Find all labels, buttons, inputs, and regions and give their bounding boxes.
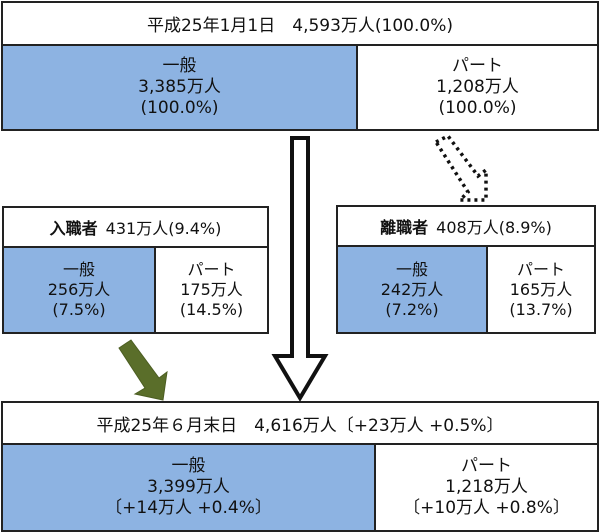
- separations-part-label: パート: [516, 259, 565, 279]
- hires-general-pct: (7.5%): [52, 300, 106, 319]
- start-part-label: パート: [452, 55, 503, 76]
- hires-part-pct: (14.5%): [179, 300, 244, 319]
- separations-title: 離職者: [380, 218, 429, 237]
- separations-part-count: 165万人: [509, 279, 573, 299]
- hollow-down-arrow-icon: [271, 136, 329, 402]
- end-part-cell: パート 1,218万人 〔+10万人 +0.8%〕: [376, 445, 597, 530]
- hires-title: 入職者: [49, 219, 98, 238]
- hires-general-count: 256万人: [47, 280, 111, 299]
- end-box: 平成25年６月末日 4,616万人〔+23万人 +0.5%〕 一般 3,399万…: [1, 401, 599, 532]
- start-general-count: 3,385万人: [138, 76, 221, 97]
- start-general-pct: (100.0%): [140, 98, 219, 119]
- green-diagonal-arrow-icon: [118, 339, 168, 401]
- start-part-count: 1,208万人: [436, 76, 519, 97]
- hires-part-count: 175万人: [180, 280, 243, 299]
- start-general-cell: 一般 3,385万人 (100.0%): [3, 46, 358, 129]
- hires-general-label: 一般: [62, 260, 95, 279]
- end-part-change: 〔+10万人 +0.8%〕: [403, 498, 570, 519]
- start-header-text: 平成25年1月1日 4,593万人(100.0%): [146, 16, 454, 36]
- separations-summary: 408万人(8.9%): [436, 218, 552, 237]
- end-general-cell: 一般 3,399万人 〔+14万人 +0.4%〕: [3, 445, 376, 530]
- end-header: 平成25年６月末日 4,616万人〔+23万人 +0.5%〕: [3, 403, 597, 445]
- hires-part-label: パート: [187, 260, 236, 279]
- end-general-count: 3,399万人: [147, 476, 230, 497]
- start-part-cell: パート 1,208万人 (100.0%): [358, 46, 597, 129]
- separations-general-pct: (7.2%): [385, 299, 439, 319]
- separations-general-cell: 一般 242万人 (7.2%): [338, 247, 488, 332]
- end-header-text: 平成25年６月末日 4,616万人〔+23万人 +0.5%〕: [96, 415, 504, 436]
- start-box: 平成25年1月1日 4,593万人(100.0%) 一般 3,385万人 (10…: [1, 1, 599, 131]
- separations-general-count: 242万人: [380, 279, 444, 299]
- hires-general-cell: 一般 256万人 (7.5%): [4, 248, 156, 332]
- start-general-label: 一般: [162, 55, 197, 76]
- separations-header: 離職者 408万人(8.9%): [338, 207, 594, 247]
- end-part-count: 1,218万人: [445, 476, 528, 497]
- hires-part-cell: パート 175万人 (14.5%): [156, 248, 267, 332]
- separations-part-cell: パート 165万人 (13.7%): [488, 247, 594, 332]
- start-header: 平成25年1月1日 4,593万人(100.0%): [3, 3, 597, 46]
- separations-box: 離職者 408万人(8.9%) 一般 242万人 (7.2%) パート 165万…: [336, 205, 596, 334]
- separations-general-label: 一般: [395, 259, 428, 279]
- dotted-diagonal-arrow-icon: [433, 133, 488, 202]
- hires-box: 入職者 431万人(9.4%) 一般 256万人 (7.5%) パート 175万…: [2, 206, 269, 334]
- end-part-label: パート: [461, 455, 512, 476]
- hires-header: 入職者 431万人(9.4%): [4, 208, 267, 248]
- start-part-pct: (100.0%): [438, 98, 517, 119]
- end-general-change: 〔+14万人 +0.4%〕: [105, 498, 272, 519]
- end-general-label: 一般: [171, 455, 206, 476]
- separations-part-pct: (13.7%): [509, 299, 573, 319]
- hires-summary: 431万人(9.4%): [105, 219, 222, 238]
